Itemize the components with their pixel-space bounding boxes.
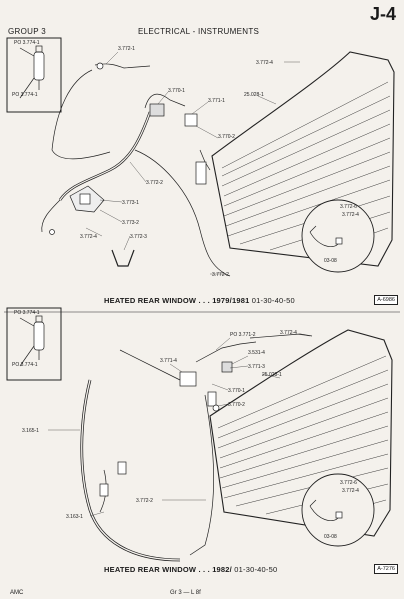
- top-part-label: 3.771-1: [208, 98, 225, 104]
- top-inset-circle: [301, 199, 375, 273]
- section-title: ELECTRICAL - INSTRUMENTS: [138, 27, 260, 36]
- bottom-figure-ref: A-7276: [374, 564, 398, 574]
- bottom-part-label: 3.770-1: [228, 388, 245, 394]
- bottom-harness: [80, 379, 181, 562]
- group-label: GROUP 3: [8, 27, 46, 36]
- top-part-label: 3.772-1: [118, 46, 135, 52]
- top-circle-code: 03-08: [324, 258, 337, 264]
- footer-center: Gr 3 — L 8f: [170, 590, 201, 596]
- top-inset-box: [6, 37, 62, 113]
- bottom-connector-b: [207, 391, 217, 407]
- top-part-label: 3.773-1: [122, 200, 139, 206]
- footer-left: AMC: [10, 590, 24, 596]
- top-part-label: 3.772-2: [146, 180, 163, 186]
- top-inset-label-2: PO 3.774-1: [12, 92, 38, 98]
- bottom-circle-label: 3.772-6: [340, 480, 357, 486]
- top-connector-b: [195, 161, 207, 185]
- bottom-inset-label-1: PO 3.774-1: [14, 310, 40, 316]
- bottom-inset-circle: [301, 473, 375, 547]
- bottom-figure-title-text: HEATED REAR WINDOW . . . 1982/: [104, 565, 232, 574]
- bottom-wire-3: [189, 394, 215, 556]
- bottom-circle-label: 3.772-4: [342, 488, 359, 494]
- bottom-wire-1: [119, 349, 181, 381]
- top-circle-label: 3.772-4: [342, 212, 359, 218]
- bottom-wire-5: [249, 333, 313, 339]
- top-applicator-cap: [35, 45, 43, 53]
- bottom-figure-title: HEATED REAR WINDOW . . . 1982/ 01-30-40-…: [104, 565, 277, 574]
- bottom-connector-a: [221, 361, 233, 373]
- top-figure-title: HEATED REAR WINDOW . . . 1979/1981 01-30…: [104, 296, 295, 305]
- bottom-part-label: 3.771-4: [160, 358, 177, 364]
- top-wire-5: [134, 149, 231, 277]
- top-part-label: 3.770-1: [168, 88, 185, 94]
- top-relay: [184, 113, 198, 127]
- top-circle-label: 3.772-6: [340, 204, 357, 210]
- top-clip: [111, 249, 135, 267]
- page-code: J-4: [369, 4, 396, 24]
- top-part-label: 3.772-3: [130, 234, 147, 240]
- bottom-part-label: 25.028-1: [262, 372, 282, 378]
- top-part-label: 3.772-2: [212, 272, 229, 278]
- top-figure-range: 01-30-40-50: [251, 296, 295, 305]
- bottom-inset-box: [6, 307, 62, 381]
- bottom-part-label: 3.772-2: [136, 498, 153, 504]
- top-inset-label-1: PO 3.774-1: [14, 40, 40, 46]
- bottom-applicator-bottle: [33, 321, 45, 351]
- bottom-part-label: 3.531-4: [248, 350, 265, 356]
- bottom-part-label: 3.165-1: [22, 428, 39, 434]
- bottom-rear-window: [209, 329, 393, 537]
- top-connector-a: [149, 103, 165, 117]
- bottom-inset-label-2: PO 3.774-1: [12, 362, 38, 368]
- top-part-label: 3.773-2: [122, 220, 139, 226]
- bottom-relay: [179, 371, 197, 387]
- top-wire-4: [41, 199, 61, 233]
- top-wire-2: [51, 69, 111, 160]
- bottom-part-label: 3.772-4: [280, 330, 297, 336]
- bottom-wire-2: [195, 341, 257, 363]
- top-figure-title-text: HEATED REAR WINDOW . . . 1979/1981: [104, 296, 250, 305]
- bottom-connector-c: [117, 461, 127, 475]
- top-applicator-bottle: [33, 51, 45, 81]
- bottom-part-label: 3.770-2: [228, 402, 245, 408]
- top-figure-ref: A-6986: [374, 295, 398, 305]
- bottom-part-label: 3.163-1: [66, 514, 83, 520]
- top-part-label: 3.772-4: [80, 234, 97, 240]
- bottom-part-label: 3.771-3: [248, 364, 265, 370]
- bottom-figure-range: 01-30-40-50: [234, 565, 278, 574]
- bottom-circle-code: 03-08: [324, 534, 337, 540]
- top-wire-3: [144, 93, 186, 109]
- bottom-part-label: PO 3.771-2: [230, 332, 256, 338]
- top-part-label: 3.772-4: [256, 60, 273, 66]
- top-rear-window: [211, 51, 395, 267]
- top-part-label: 3.770-2: [218, 134, 235, 140]
- top-part-label: 25.028-1: [244, 92, 264, 98]
